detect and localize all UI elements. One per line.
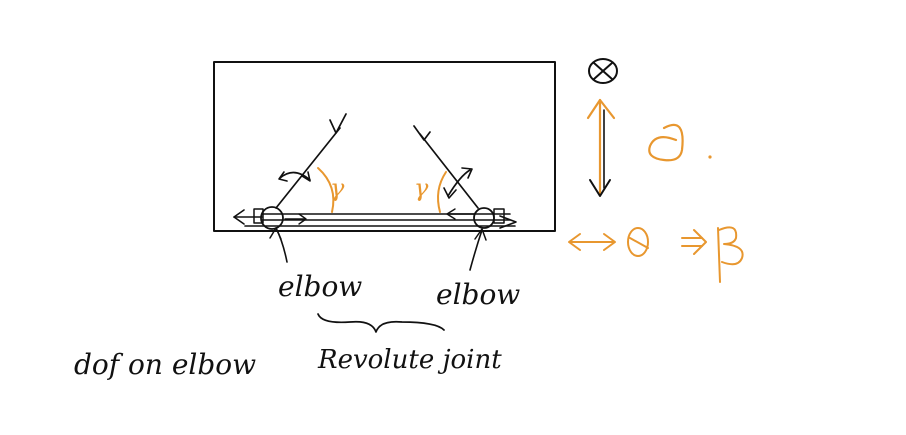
left-angle-label: γ — [330, 174, 345, 202]
right-arm-axis — [413, 125, 479, 209]
left-elbow-label: elbow — [278, 270, 362, 303]
revolute-joint-label: Revolute joint — [317, 345, 502, 375]
right-elbow-joint — [446, 207, 505, 229]
beta-symbol — [717, 226, 744, 283]
left-elbow-joint — [233, 206, 307, 230]
right-angle-label: γ — [414, 174, 429, 202]
left-arm-axis — [275, 113, 347, 209]
revolute-brace — [317, 313, 445, 333]
robot-frame-rect — [213, 61, 556, 232]
double-arrow-vertical-icon — [586, 98, 616, 197]
implies-arrow — [681, 229, 707, 255]
left-angle-arc — [317, 167, 335, 213]
right-elbow-pointer — [469, 229, 483, 271]
dot-mark — [708, 155, 712, 159]
theta-symbol — [627, 227, 649, 257]
right-elbow-label: elbow — [436, 278, 520, 311]
alpha-symbol — [648, 123, 684, 162]
dof-note: dof on elbow — [74, 348, 256, 381]
double-arrow-horizontal-icon — [568, 233, 616, 251]
circled-x-icon — [588, 58, 618, 84]
right-angle-arc — [437, 171, 447, 213]
